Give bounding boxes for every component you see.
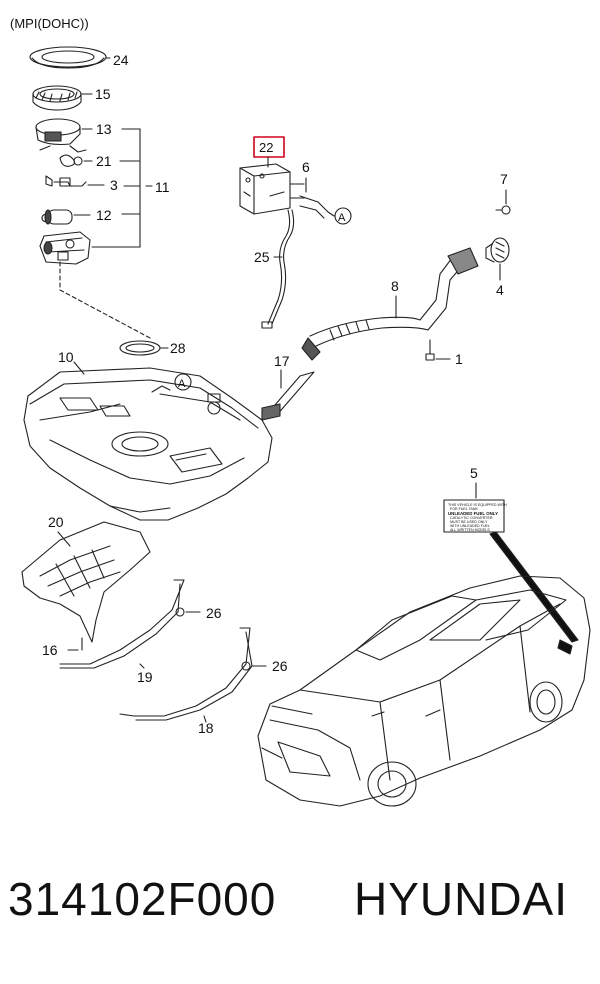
callout-26b: 26 (272, 658, 288, 674)
tank-seal-28 (119, 340, 169, 356)
fuel-pump-flange-13 (35, 118, 93, 153)
nut-26b (241, 661, 267, 671)
label-line-2: FOR FUEL TANK (450, 507, 478, 511)
callout-a1: A (338, 212, 346, 224)
callout-24: 24 (113, 52, 129, 68)
filler-hose-17 (261, 369, 315, 421)
label-line-7: ALL WRITTEN MODELS (450, 528, 490, 532)
label-line-6: WITH UNLEADED FUEL (450, 524, 490, 528)
callout-3: 3 (110, 177, 118, 193)
callout-21: 21 (96, 153, 112, 169)
assembly-dash-line (59, 261, 151, 339)
label-line-1: THIS VEHICLE IS EQUIPPED WITH (448, 503, 507, 507)
fuel-tank-10 (23, 361, 273, 521)
fuel-cap-4 (485, 237, 510, 281)
callout-22: 22 (259, 140, 273, 155)
fuel-filter-12 (41, 209, 91, 225)
callout-25: 25 (254, 249, 270, 265)
vapor-line-25 (261, 209, 295, 329)
part-number: 314102F000 (8, 873, 277, 925)
callout-7: 7 (500, 171, 508, 187)
label-line-5: MUST BE USED ONLY (450, 520, 488, 524)
caution-label-5 (443, 482, 579, 643)
lock-ring-15 (32, 85, 93, 111)
heat-shield-20 (21, 521, 151, 643)
bolt-7 (495, 189, 511, 215)
callout-8: 8 (391, 278, 399, 294)
vapor-hose-6 (299, 177, 335, 219)
callout-6: 6 (302, 159, 310, 175)
pump-reservoir (39, 231, 91, 265)
connector-21 (59, 154, 93, 167)
callout-16: 16 (42, 642, 58, 658)
sender-3 (45, 175, 105, 187)
bolt-1 (425, 339, 451, 361)
callout-17: 17 (274, 353, 290, 369)
brand-name: HYUNDAI (354, 873, 569, 925)
exploded-view-drawing: 24 15 13 21 3 11 12 22 6 A 25 7 4 8 1 28… (21, 46, 591, 807)
highlight-box-22 (253, 136, 285, 158)
label-plate-text: THIS VEHICLE IS EQUIPPED WITH FOR FUEL T… (448, 503, 507, 532)
tank-strap-19 (59, 579, 185, 669)
callout-4: 4 (496, 282, 504, 298)
callout-18: 18 (198, 720, 214, 736)
callout-13: 13 (96, 121, 112, 137)
label-line-4: CATALYTIC CONVERTER (450, 516, 493, 520)
callout-28: 28 (170, 340, 186, 356)
callout-5: 5 (470, 465, 478, 481)
label-line-3: UNLEADED FUEL ONLY (448, 511, 498, 516)
nut-26a (175, 607, 201, 617)
callout-a2: A (178, 378, 186, 390)
callout-10: 10 (58, 349, 74, 365)
callout-26a: 26 (206, 605, 222, 621)
callout-bracket-11 (91, 128, 153, 248)
engine-type-label: (MPI(DOHC)) (10, 16, 89, 31)
callout-19: 19 (137, 669, 153, 685)
pump-gasket-24 (29, 46, 111, 69)
bolt-16 (67, 637, 83, 651)
callout-11: 11 (155, 179, 170, 195)
tank-strap-18 (119, 627, 253, 723)
reference-circle-a1 (334, 207, 352, 225)
callout-15: 15 (95, 86, 111, 102)
filler-neck-8 (301, 247, 479, 361)
car-illustration (257, 575, 591, 807)
callout-20: 20 (48, 514, 64, 530)
callout-1: 1 (455, 351, 463, 367)
canister-22 (239, 163, 305, 215)
callout-12: 12 (96, 207, 112, 223)
reference-circle-a2 (174, 373, 192, 391)
footer: 314102F000 HYUNDAI (0, 872, 600, 952)
